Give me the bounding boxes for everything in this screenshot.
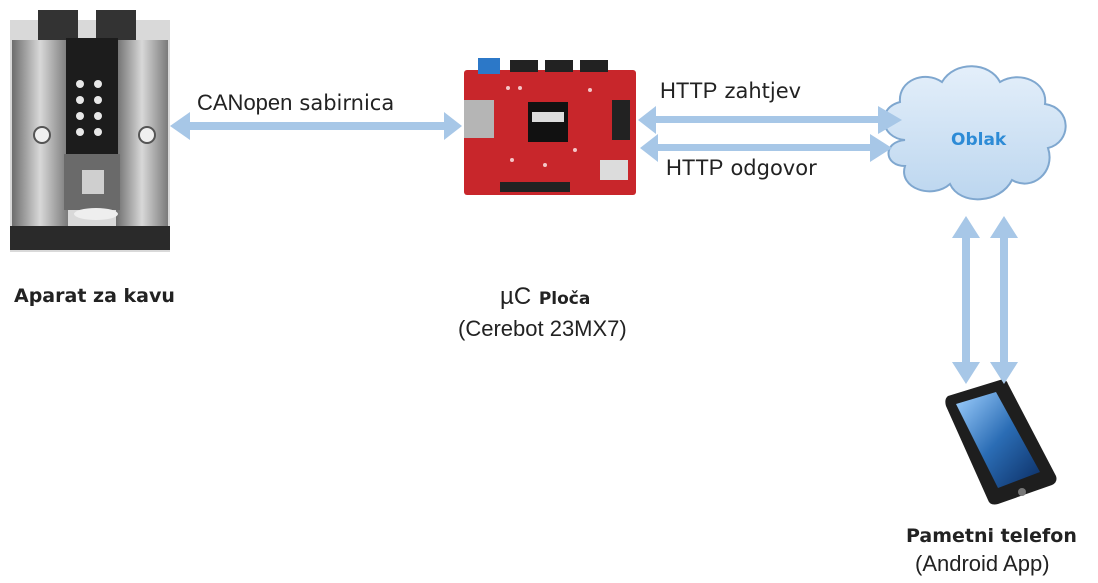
edge-label-http-response-rest: odgovor [730,156,817,180]
edge-label-canopen-main: CANopen [197,90,293,115]
edge-label-canopen: CANopen sabirnica [197,92,394,115]
node-label-board-bold: Ploča [538,289,591,309]
cloud-shape [882,65,1067,201]
microcontroller-board-image [464,58,636,195]
node-label-coffee-machine: Aparat za kavu [14,285,175,307]
node-label-board-prefix: µC [500,283,532,310]
edge-label-http-request-main: HTTP [660,78,718,103]
smartphone-image [945,379,1057,505]
arrow-http-response [640,134,892,162]
arrow-cloud-phone-2 [990,216,1018,384]
arrow-coffee-board [170,112,462,140]
edge-label-http-request: HTTP zahtjev [660,80,801,103]
arrow-http-request [638,106,902,134]
edge-label-canopen-rest: sabirnica [299,91,395,115]
arrow-cloud-phone-1 [952,216,980,384]
coffee-machine-image [10,10,170,252]
edge-label-http-response-main: HTTP [666,155,724,180]
node-sublabel-board: (Cerebot 23MX7) [458,316,627,341]
node-label-cloud: Oblak [951,130,1007,150]
node-label-phone: Pametni telefon [906,525,1077,547]
node-label-board: µC Ploča [500,284,590,309]
edge-label-http-response: HTTP odgovor [666,157,817,180]
node-sublabel-phone: (Android App) [915,551,1050,576]
edge-label-http-request-rest: zahtjev [724,79,802,103]
